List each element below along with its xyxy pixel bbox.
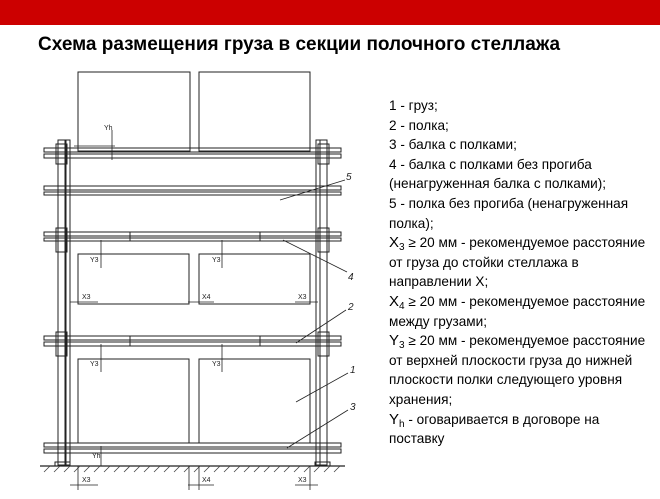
bracket-top-left [55, 143, 68, 165]
callout-2: 2 [347, 302, 354, 313]
bracket-low-right [317, 331, 330, 357]
callout-1: 1 [350, 365, 356, 376]
dim-label-yh-top: Yh [104, 125, 113, 132]
cargo-box-top-left [77, 71, 191, 152]
dim-label-x4-mid: X4 [202, 294, 211, 301]
dim-label-y3-low-right: Y3 [212, 361, 221, 368]
cargo-box-bottom-right [198, 358, 311, 444]
beam-level-top [43, 147, 342, 153]
cargo-box-bottom-left [77, 358, 190, 444]
shelf-2 [43, 335, 342, 341]
top-accent-bar [0, 0, 660, 25]
beam-4-lower [43, 237, 342, 242]
cargo-box-top-right [198, 71, 311, 152]
bracket-mid-left [55, 227, 68, 253]
legend-item-shelf: 2 - полка; [389, 117, 449, 133]
upright-right-outer [319, 139, 328, 466]
legend-item-y3: Y3 ≥ 20 мм - рекомендуемое расстояние от… [389, 332, 646, 407]
dim-label-x3-mid-left: X3 [82, 294, 91, 301]
shelf-2-lower [43, 341, 342, 347]
callout-4: 4 [348, 272, 354, 283]
cargo-box-mid-right [198, 253, 311, 305]
beam-4 [43, 231, 342, 237]
callout-5: 5 [346, 172, 352, 183]
legend-item-beam-unloaded: 4 - балка с полками без прогиба (ненагру… [389, 156, 607, 192]
legend-item-x4: X4 ≥ 20 мм - рекомендуемое расстояние ме… [389, 292, 646, 329]
cargo-box-mid-left [77, 253, 190, 305]
legend-item-shelf-unloaded: 5 - полка без прогиба (ненагруженная пол… [389, 195, 629, 231]
legend-item-cargo: 1 - груз; [389, 98, 438, 113]
upright-right-inner [315, 139, 321, 466]
upright-left-inner [65, 139, 71, 466]
floor-hatching [43, 465, 341, 473]
leader-1 [295, 372, 349, 403]
shelf-5 [43, 185, 342, 191]
leader-2 [295, 309, 347, 344]
leader-3 [286, 409, 349, 449]
leader-5 [279, 179, 346, 201]
upright-left-outer [57, 139, 66, 466]
legend: 1 - груз; 2 - полка; 3 - балка с полками… [389, 96, 649, 449]
dim-label-x3-bot-left: X3 [82, 477, 91, 484]
legend-item-x3: X3 ≥ 20 мм - рекомендуемое расстояние от… [389, 234, 646, 290]
bracket-top-right [317, 143, 330, 165]
legend-item-yh: Yh - оговаривается в договоре на поставк… [389, 410, 600, 447]
bracket-low-left [55, 331, 68, 357]
dim-label-x3-mid-right: X3 [298, 294, 307, 301]
dim-label-x4-bot: X4 [202, 477, 211, 484]
dim-label-y3-mid-right: Y3 [212, 257, 221, 264]
callout-3: 3 [350, 402, 356, 413]
beam-3-lower [43, 448, 342, 454]
shelf-5-lower [43, 191, 342, 196]
dim-label-y3-mid-left: Y3 [90, 257, 99, 264]
legend-item-beam: 3 - балка с полками; [389, 137, 517, 153]
beam-level-top-lower [43, 153, 342, 159]
dim-label-x3-bot-right: X3 [298, 477, 307, 484]
dim-label-y3-low-left: Y3 [90, 361, 99, 368]
leader-4 [282, 239, 348, 273]
dim-label-yh-bottom: Yh [92, 453, 101, 460]
beam-3 [43, 442, 342, 448]
bracket-mid-right [317, 227, 330, 253]
page-title: Схема размещения груза в секции полочног… [38, 34, 561, 55]
